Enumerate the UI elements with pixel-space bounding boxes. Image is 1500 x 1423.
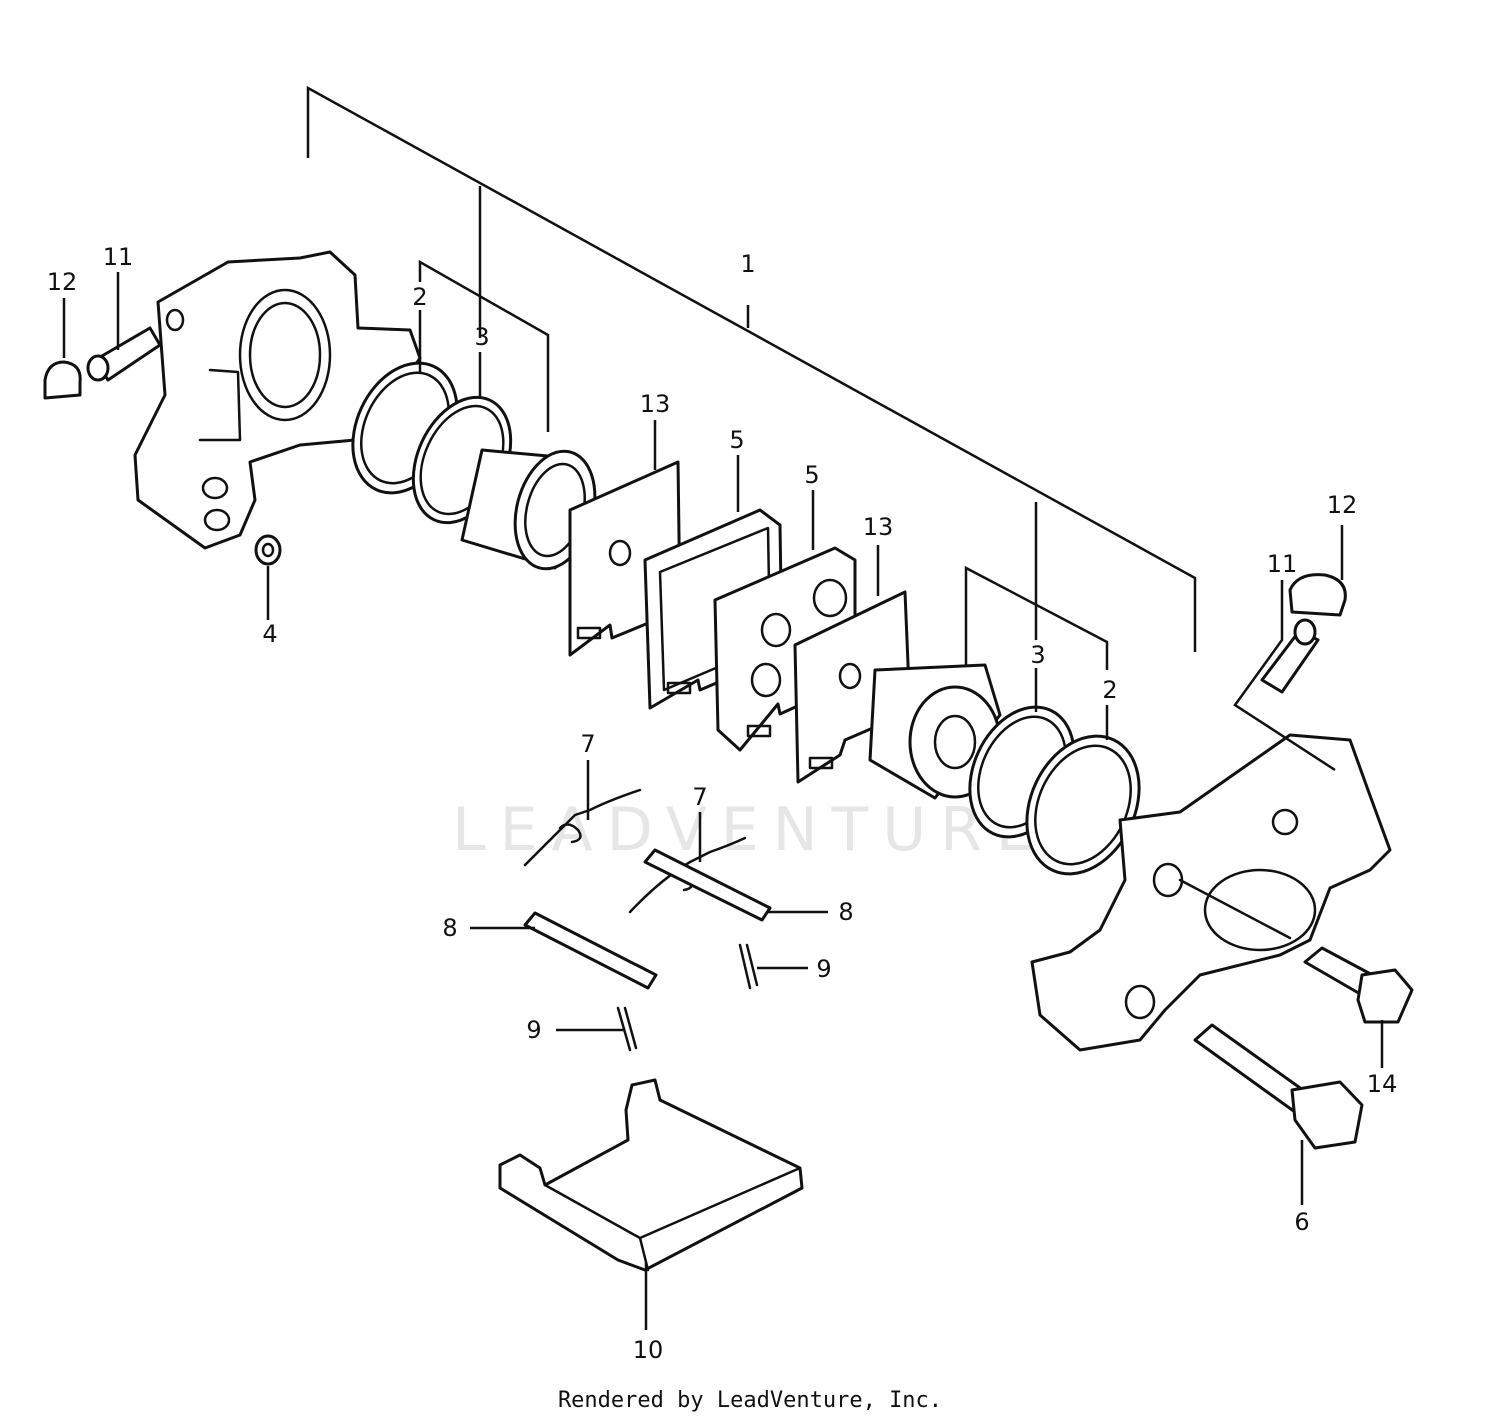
pad-shim-right: [793, 590, 912, 784]
bleeder-cap-right: [1288, 573, 1347, 617]
callout-7-left: 7: [580, 730, 595, 758]
cotter-pin-right: [738, 943, 759, 990]
callout-9-left: 9: [526, 1016, 541, 1044]
callout-8-left: 8: [442, 914, 457, 942]
piston-kit-bracket-left: [418, 186, 550, 432]
assembly-bracket: [306, 85, 1197, 652]
bleeder-screw-right: [1260, 618, 1320, 694]
mounting-bolt-short: [1303, 946, 1414, 1024]
callout-3-right: 3: [1030, 641, 1045, 669]
callout-13-left: 13: [640, 390, 671, 418]
bleeder-screw-left: [86, 326, 162, 382]
callout-11-left: 11: [103, 243, 134, 271]
pad-pin-right: [643, 848, 772, 922]
bleeder-cap-left: [43, 360, 82, 400]
callout-8-right: 8: [838, 898, 853, 926]
pad-pin-left: [523, 911, 658, 990]
footer-credit: Rendered by LeadVenture, Inc.: [557, 1388, 943, 1413]
pad-spring-plate: [498, 1078, 804, 1272]
callout-3-left: 3: [474, 323, 489, 351]
callout-14: 14: [1367, 1070, 1398, 1098]
callout-11-right: 11: [1267, 550, 1298, 578]
callout-12-left: 12: [47, 268, 78, 296]
callout-13-right: 13: [863, 513, 894, 541]
callout-9-right: 9: [816, 955, 831, 983]
mounting-bolt-long: [1193, 1023, 1364, 1150]
callout-1: 1: [740, 250, 755, 278]
callout-10: 10: [633, 1336, 664, 1364]
callout-5-right: 5: [804, 461, 819, 489]
brake-pad-right: [713, 546, 857, 752]
callout-7-right: 7: [692, 783, 707, 811]
callout-leaders: [62, 272, 1384, 1330]
callout-2-left: 2: [412, 283, 427, 311]
watermark: LEADVENTURE: [452, 795, 1048, 865]
washer: [254, 534, 282, 566]
callout-labels: 1 2 2 3 3 4 5 5 6 7 7 8 8 9 9 10 11 11 1…: [47, 243, 1398, 1364]
piston-kit-bracket-right: [964, 502, 1109, 672]
caliper-housing-left: [133, 250, 422, 550]
callout-12-right: 12: [1327, 491, 1358, 519]
pad-spring-left: [523, 788, 642, 867]
caliper-housing-right: [1030, 733, 1392, 1052]
callout-4: 4: [262, 620, 277, 648]
callout-2-right: 2: [1102, 676, 1117, 704]
callout-6: 6: [1294, 1208, 1309, 1236]
callout-5-left: 5: [729, 426, 744, 454]
